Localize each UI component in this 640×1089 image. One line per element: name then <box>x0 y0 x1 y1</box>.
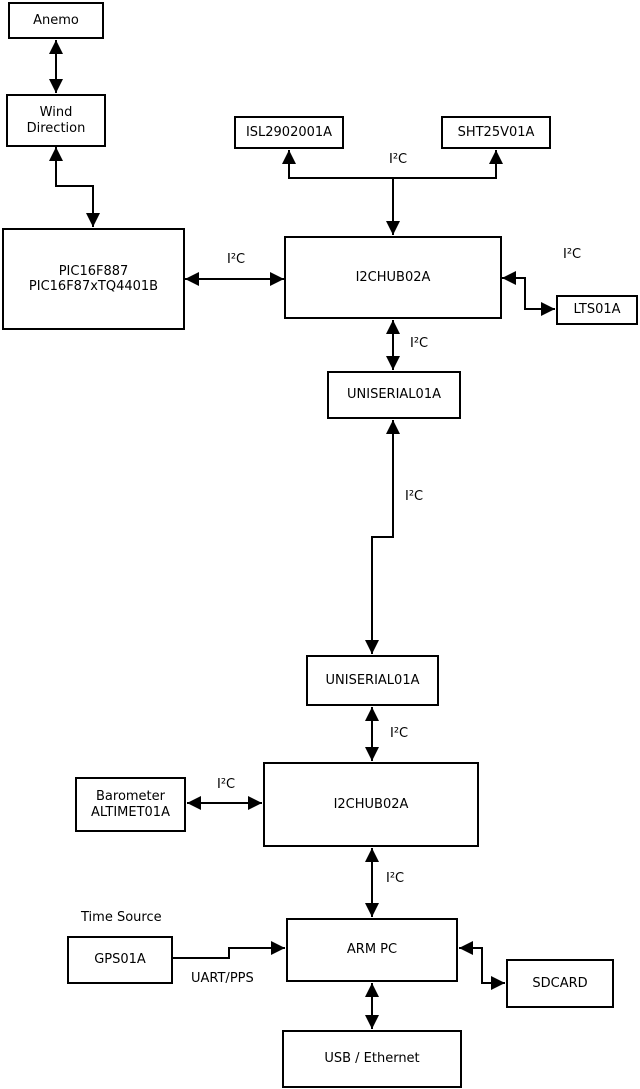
node-lts-sensor: LTS01A <box>556 295 638 325</box>
label-i2c-pic-hub: I²C <box>227 252 246 267</box>
label-uart-pps: UART/PPS <box>191 971 254 986</box>
node-anemo-label: Anemo <box>33 12 79 28</box>
node-gps-label: GPS01A <box>94 952 146 968</box>
connector-uniserial-link <box>365 420 400 654</box>
node-i2c-hub-bottom-label: I2CHUB02A <box>333 796 409 812</box>
node-pic-controller: PIC16F887 PIC16F87xTQ4401B <box>2 228 185 330</box>
node-sdcard-label: SDCARD <box>532 975 588 991</box>
connector-gps-armpc <box>173 941 285 959</box>
node-wind-direction-label-line2: Direction <box>26 120 86 136</box>
connector-wind-pic <box>49 147 100 227</box>
node-barometer-label-line1: Barometer <box>96 789 165 805</box>
connector-sensor-bus <box>282 150 503 235</box>
node-usb-ethernet: USB / Ethernet <box>282 1030 462 1088</box>
node-usb-ethernet-label: USB / Ethernet <box>324 1051 420 1067</box>
node-arm-pc-label: ARM PC <box>346 942 398 958</box>
node-arm-pc: ARM PC <box>286 918 458 982</box>
label-i2c-sensor-bus: I²C <box>389 152 408 167</box>
label-i2c-uniserial-link: I²C <box>405 489 424 504</box>
node-anemo: Anemo <box>8 2 104 39</box>
node-wind-direction-label-line1: Wind <box>39 105 73 121</box>
node-wind-direction: Wind Direction <box>6 94 106 147</box>
node-lts-sensor-label: LTS01A <box>573 302 621 318</box>
node-sht-sensor: SHT25V01A <box>441 116 551 149</box>
node-gps: GPS01A <box>67 936 173 984</box>
node-barometer: Barometer ALTIMET01A <box>75 777 186 832</box>
node-isl-sensor-label: ISL2902001A <box>245 124 333 140</box>
connector-hub1-lts <box>502 271 555 316</box>
label-i2c-uniserial-hub2: I²C <box>390 726 409 741</box>
node-uniserial-bottom-label: UNISERIAL01A <box>325 672 420 688</box>
node-pic-controller-label-line2: PIC16F87xTQ4401B <box>28 279 159 294</box>
node-uniserial-top: UNISERIAL01A <box>327 371 461 419</box>
label-i2c-hub2-armpc: I²C <box>386 871 405 886</box>
node-uniserial-top-label: UNISERIAL01A <box>347 387 441 403</box>
node-sdcard: SDCARD <box>506 959 614 1008</box>
node-i2c-hub-bottom: I2CHUB02A <box>263 762 479 847</box>
label-i2c-barometer-hub2: I²C <box>217 777 236 792</box>
node-isl-sensor: ISL2902001A <box>234 116 344 149</box>
node-i2c-hub-top-label: I2CHUB02A <box>355 269 431 285</box>
label-i2c-hub-lts: I²C <box>563 247 582 262</box>
node-sht-sensor-label: SHT25V01A <box>457 124 535 140</box>
connector-armpc-sdcard <box>459 941 505 990</box>
node-uniserial-bottom: UNISERIAL01A <box>306 655 439 706</box>
node-pic-controller-label-line1: PIC16F887 <box>58 263 129 279</box>
node-i2c-hub-top: I2CHUB02A <box>284 236 502 319</box>
label-time-source: Time Source <box>81 910 162 925</box>
label-i2c-hub-uniserial: I²C <box>410 336 429 351</box>
node-barometer-label-line2: ALTIMET01A <box>91 804 170 820</box>
